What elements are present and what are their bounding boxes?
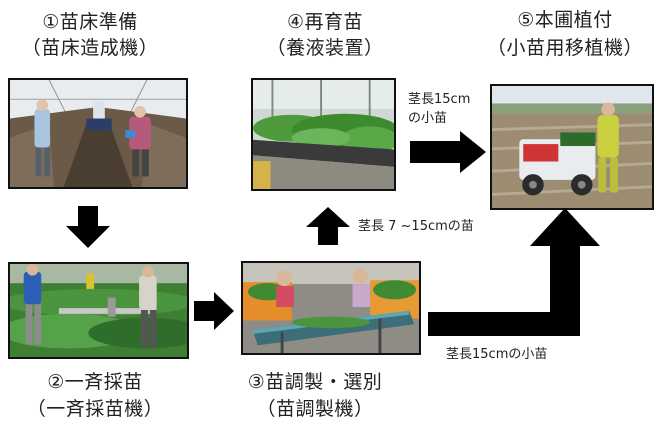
photo-step4-nutrient-system [251, 78, 396, 191]
step4-title: ④再育苗 [286, 11, 364, 33]
step4-subtitle: （養液装置） [266, 37, 384, 59]
arrow-step2-to-step3 [194, 292, 234, 330]
step5-subtitle: （小苗用移植機） [486, 37, 643, 59]
step3-title: ③苗調製・選別 [247, 371, 383, 393]
step5-title: ⑤本圃植付 [517, 9, 613, 31]
label-step3-to-step4: 茎長 7 ~15cmの苗 [358, 219, 474, 234]
step1-subtitle: （苗床造成機） [21, 37, 159, 59]
label-step4-to-step5-line2: の小苗 [408, 111, 448, 126]
label-step3-to-step5: 茎長15cmの小苗 [446, 347, 548, 362]
step1-title: ①苗床準備 [42, 11, 138, 33]
step3-subtitle: （苗調製機） [256, 398, 374, 420]
arrow-step4-to-step5 [410, 131, 486, 173]
arrow-step3-to-step5 [428, 208, 600, 336]
step2-subtitle: （一斉採苗機） [26, 398, 164, 420]
label-step4-to-step5-line1: 茎長15cm [408, 92, 471, 107]
photo-step5-transplanter [490, 84, 654, 210]
arrow-step3-to-step4 [306, 207, 350, 245]
photo-step2-harvester [8, 262, 189, 359]
photo-step1-seedbed [8, 78, 188, 189]
arrow-step1-to-step2 [66, 206, 110, 248]
photo-step3-sorting-machine [241, 261, 421, 355]
step2-title: ②一斉採苗 [47, 371, 143, 393]
